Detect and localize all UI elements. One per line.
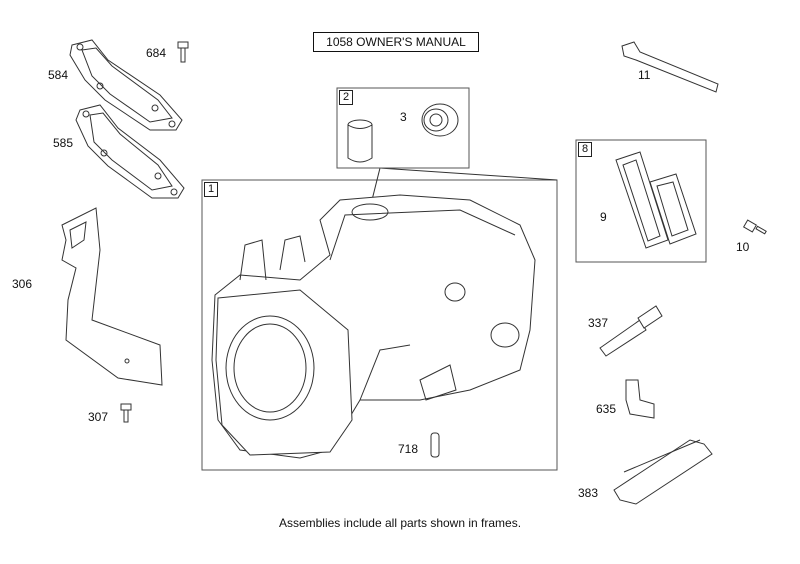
callout-585: 585 [53, 136, 74, 150]
elbow-fitting-635 [625, 379, 655, 419]
screw-307 [120, 403, 132, 423]
manual-title-box: 1058 OWNER'S MANUAL [313, 32, 482, 55]
callout-635: 635 [596, 402, 617, 416]
frame-label-1: 1 [204, 182, 218, 197]
callout-584: 584 [48, 68, 69, 82]
callout-11: 11 [638, 68, 651, 82]
footnote: Assemblies include all parts shown in fr… [278, 516, 522, 530]
callout-307: 307 [88, 410, 109, 424]
frame-8-outline [575, 139, 707, 263]
screw-684 [177, 41, 189, 63]
screw-10 [742, 219, 767, 235]
frame-label-2: 2 [339, 90, 353, 105]
callout-3: 3 [400, 110, 407, 124]
frame-label-8: 8 [578, 142, 592, 157]
gasket-585 [75, 104, 185, 199]
spark-plug-337 [599, 305, 663, 357]
gasket-9 [615, 151, 697, 249]
frame-2-outline [336, 87, 470, 169]
callout-337: 337 [588, 316, 609, 330]
bushing-2 [347, 119, 373, 163]
tool-383 [613, 439, 713, 505]
callout-684: 684 [146, 46, 167, 60]
dowel-pin-718 [430, 432, 440, 458]
oil-seal-3 [421, 103, 459, 137]
callout-306: 306 [12, 277, 33, 291]
dipstick-tube-11 [621, 41, 719, 93]
callout-10: 10 [736, 240, 750, 254]
air-guide-306 [61, 207, 163, 386]
callout-9: 9 [600, 210, 607, 224]
cylinder-block-1 [211, 194, 536, 459]
gasket-584 [69, 39, 183, 131]
callout-383: 383 [578, 486, 599, 500]
callout-718: 718 [398, 442, 419, 456]
